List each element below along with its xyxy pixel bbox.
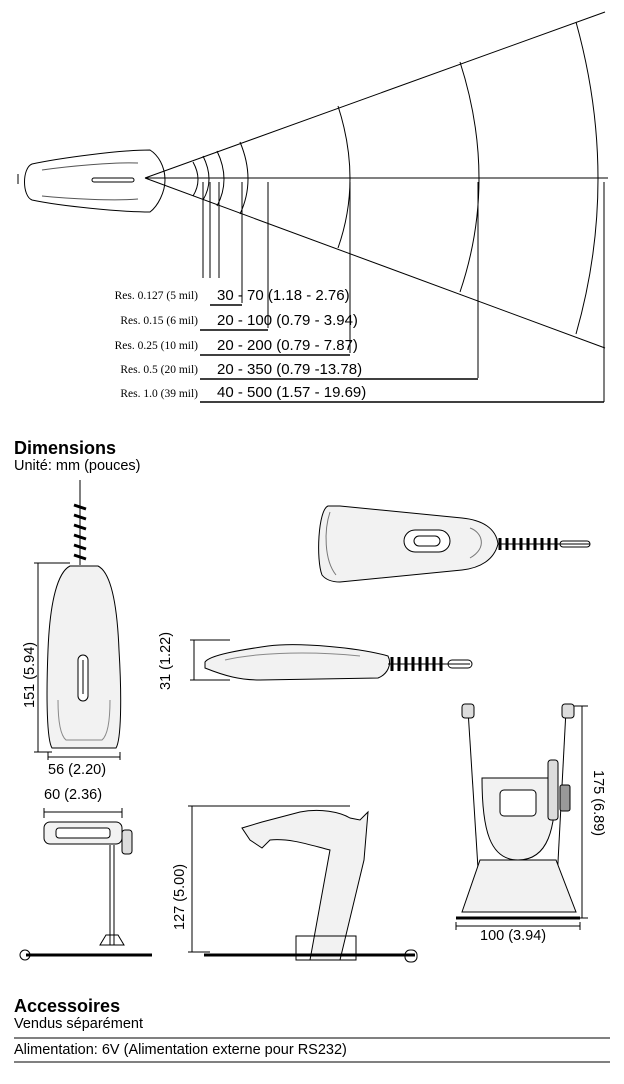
dimensions-unit: Unité: mm (pouces)	[14, 458, 141, 474]
resolution-label: Res. 1.0 (39 mil)	[120, 388, 198, 400]
accessory-item: Alimentation: 6V (Alimentation externe p…	[14, 1042, 347, 1058]
scanner-depth-label: 31 (1.22)	[158, 631, 174, 690]
dimensions-title: Dimensions	[14, 438, 117, 458]
range-value: 20 - 200 (0.79 - 7.87)	[217, 337, 358, 354]
range-value: 20 - 350 (0.79 -13.78)	[217, 361, 363, 378]
holder-width-label: 100 (3.94)	[480, 928, 547, 944]
accessories-subtitle: Vendus séparément	[14, 1016, 143, 1032]
resolution-label: Res. 0.5 (20 mil)	[120, 364, 198, 376]
resolution-label: Res. 0.127 (5 mil)	[114, 290, 198, 302]
scanner-width-label: 56 (2.20)	[48, 762, 107, 778]
holder-height-label: 175 (6.89)	[590, 770, 606, 837]
stand-front-width-label: 60 (2.36)	[44, 787, 103, 803]
scanner-height-label: 151 (5.94)	[22, 641, 38, 708]
stand-side-height-label: 127 (5.00)	[172, 863, 188, 930]
resolution-label: Res. 0.25 (10 mil)	[114, 340, 198, 352]
resolution-label: Res. 0.15 (6 mil)	[120, 315, 198, 327]
range-value: 40 - 500 (1.57 - 19.69)	[217, 384, 367, 401]
accessories-title: Accessoires	[14, 996, 121, 1016]
range-value: 20 - 100 (0.79 - 3.94)	[217, 312, 358, 329]
scan-pattern-diagram	[17, 11, 608, 403]
range-value: 30 - 70 (1.18 - 2.76)	[217, 287, 350, 304]
